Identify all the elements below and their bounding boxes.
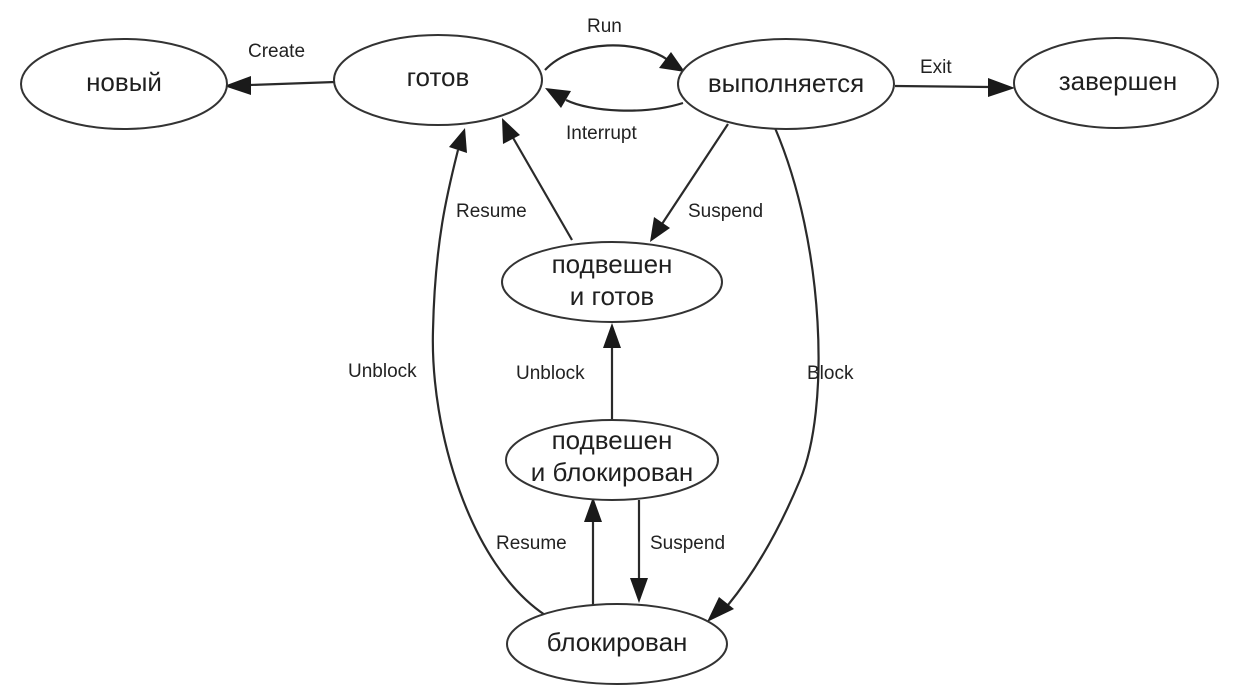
state-suspended-blocked-shape [505,419,719,501]
state-suspended-blocked-label-line2: и блокирован [531,457,694,487]
edge-unblock-ready [431,128,546,616]
arrowhead-interrupt [545,88,571,108]
label-exit: Exit [920,57,952,78]
label-suspend-blocked: Suspend [650,533,725,554]
edge-resume-blocked [584,497,602,605]
arrowhead-run [659,52,685,72]
arrowhead-resume-blocked [584,497,602,522]
state-ready-label: готов [407,62,470,92]
state-new: новый [20,38,228,130]
edge-block [707,127,820,622]
edge-exit [894,78,1015,97]
edge-suspend-running [650,123,729,242]
label-unblock-ready: Unblock [348,361,417,382]
label-suspend-running: Suspend [688,201,763,222]
state-suspended-ready-shape [501,241,723,323]
state-suspended-ready-label-line2: и готов [570,281,654,311]
state-blocked: блокирован [506,603,728,685]
label-run: Run [587,16,622,37]
state-running-shape [677,38,895,130]
arrowhead-unblock-suspended [603,323,621,348]
state-blocked-label: блокирован [547,627,688,657]
label-resume-ready: Resume [456,201,527,222]
state-terminated-shape [1013,37,1219,129]
state-new-shape [20,38,228,130]
arrowhead-unblock-ready [449,128,467,153]
state-suspended-blocked-label-line1: подвешен [552,425,673,455]
arrowhead-resume-ready [502,118,520,144]
arrowhead-suspend-running [650,217,670,242]
edge-run [544,44,685,72]
state-suspended-ready: подвешен и готов [501,241,723,323]
state-new-label: новый [86,67,162,97]
label-resume-blocked: Resume [496,533,567,554]
label-interrupt: Interrupt [566,123,637,144]
state-running: выполняется [677,38,895,130]
state-terminated: завершен [1013,37,1219,129]
state-ready-shape [333,34,543,126]
state-ready: готов [333,34,543,126]
state-suspended-blocked: подвешен и блокирован [505,419,719,501]
arrowhead-suspend-blocked [630,578,648,603]
edge-unblock-suspended [603,323,621,422]
label-block: Block [807,363,854,384]
edge-suspend-blocked [630,500,648,603]
state-blocked-shape [506,603,728,685]
state-suspended-ready-label-line1: подвешен [552,249,673,279]
arrowhead-create [224,76,251,95]
label-unblock-suspended: Unblock [516,363,585,384]
edge-create [224,76,336,95]
state-running-label: выполняется [708,68,864,98]
arrowhead-block [707,597,734,622]
state-terminated-label: завершен [1059,66,1178,96]
arrowhead-exit [988,78,1015,97]
edge-interrupt [545,88,684,112]
edge-resume-ready [502,118,573,241]
label-create: Create [248,41,305,62]
